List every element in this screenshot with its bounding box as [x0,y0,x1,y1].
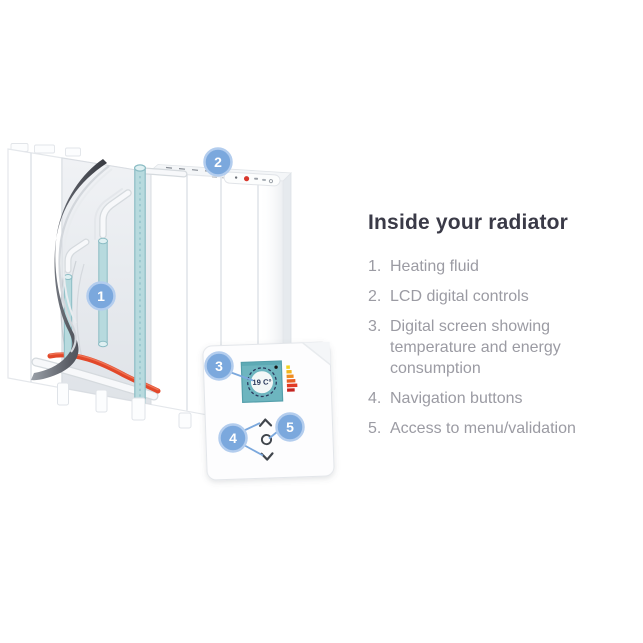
list-item-text: Navigation buttons [390,390,523,407]
power-indicator-dot [243,176,250,182]
svg-text:2: 2 [214,154,222,170]
lcd-screen: 19 C° [240,360,284,403]
list-item-lcd-controls: 2. LCD digital controls [368,286,636,307]
list-item-number: 5. [368,420,382,437]
callout-4-navigation-buttons: 4 [218,423,248,453]
callout-5-menu-validation: 5 [275,412,305,442]
chevron-down-icon [260,452,274,461]
page-title: Inside your radiator [368,211,569,234]
dial-ring [247,367,277,398]
list-item-text: Access to menu/validation [390,420,576,437]
chevron-up-icon [258,418,273,427]
list-item-text: Digital screen showing temperature and e… [390,318,561,377]
list-item-number: 4. [368,390,382,407]
heating-fluid-tube-tall [134,164,147,404]
list-item-number: 1. [368,258,382,275]
callout-3-digital-screen: 3 [204,351,234,381]
list-item-heating-fluid: 1. Heating fluid [368,256,636,277]
temperature-readout: 19 C° [252,377,271,387]
info-panel: Inside your radiator 1. Heating fluid 2.… [368,209,636,448]
screen-mode-dot [274,365,278,369]
elbow-pipes [64,167,188,274]
list-item-digital-screen: 3. Digital screen showing temperature an… [368,316,636,379]
energy-bars-icon [286,365,298,392]
radiator-feet [57,382,192,429]
callout-1-heating-fluid: 1 [86,281,116,311]
callout-2-lcd-controls: 2 [203,147,233,177]
control-strip [223,171,281,187]
list-item-navigation-buttons: 4. Navigation buttons [368,388,636,409]
menu-validation-button [260,434,273,446]
svg-text:4: 4 [229,430,237,446]
radiator-top-cap [65,147,81,157]
info-list: 1. Heating fluid 2. LCD digital controls… [368,256,636,439]
svg-text:3: 3 [215,358,223,374]
list-item-text: Heating fluid [390,258,479,275]
list-item-menu-validation: 5. Access to menu/validation [368,418,636,439]
svg-text:1: 1 [97,288,105,304]
list-item-number: 2. [368,288,382,305]
cutaway-peel [31,159,113,381]
svg-text:5: 5 [286,419,294,435]
list-item-text: LCD digital controls [390,288,529,305]
radiator-top-cap [34,144,55,154]
list-item-number: 3. [368,318,382,335]
